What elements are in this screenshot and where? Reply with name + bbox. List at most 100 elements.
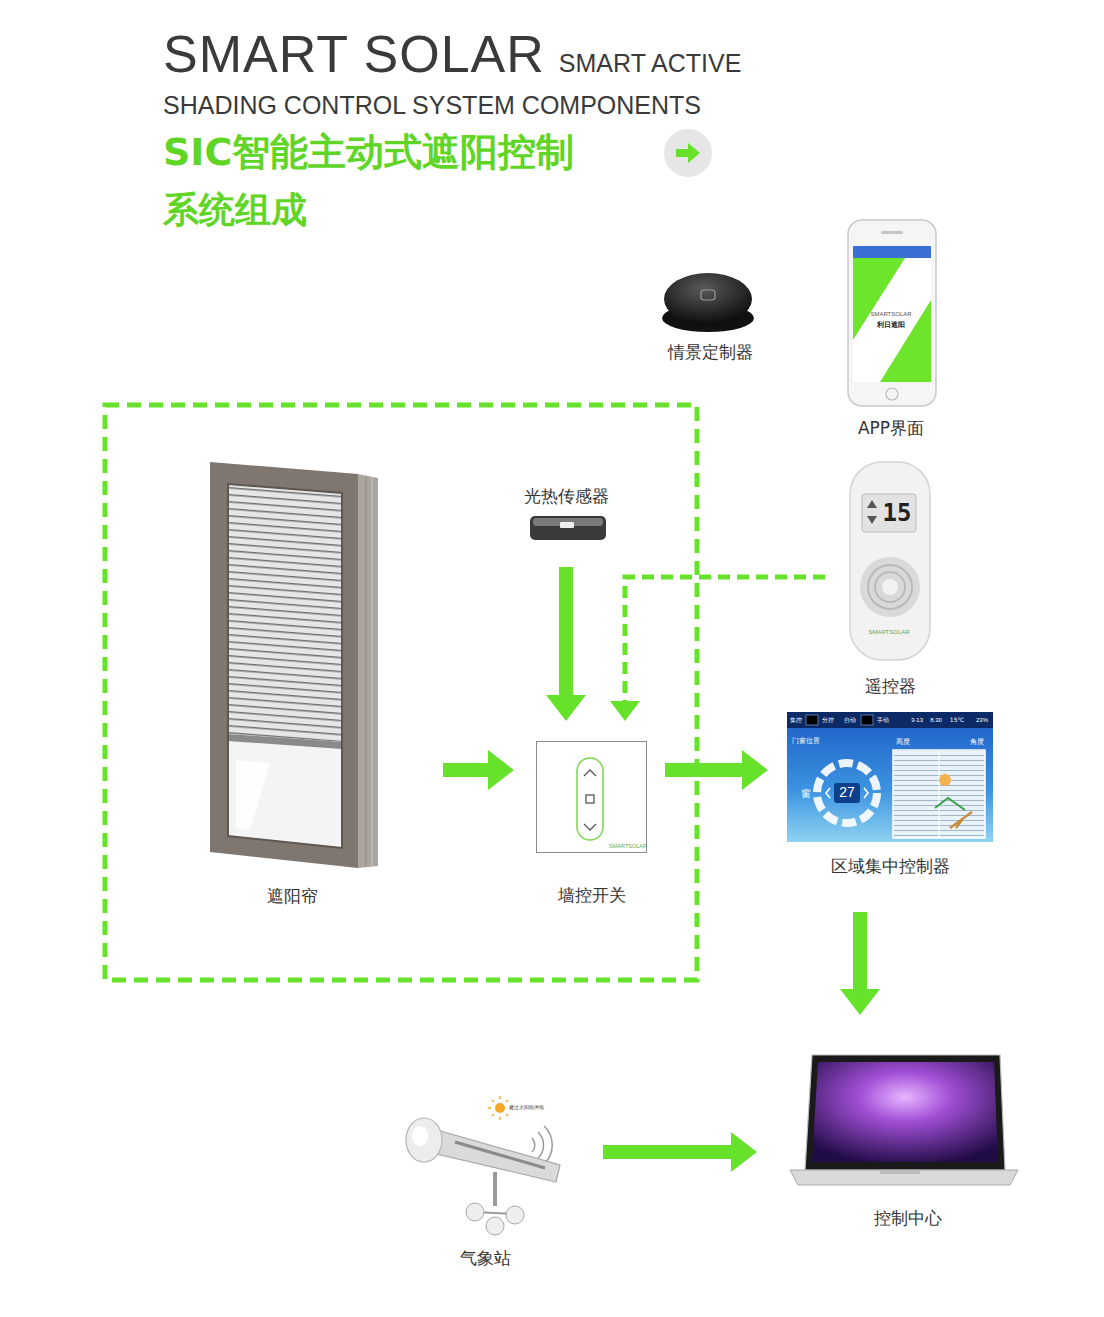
component-caption: 遥控器 [835,676,945,696]
remote-figure-path [867,500,877,508]
wall-switch-figure-path [584,824,596,830]
sensor-figure-rect [530,516,606,540]
sensor-figure [530,516,606,540]
zone-controller-figure-circle [817,763,877,823]
component-node: APP界面 [830,218,952,442]
zone-controller-figure-circle [939,774,951,786]
remote-figure [850,462,930,660]
flow-arrow [603,1145,731,1159]
laptop-figure-polygon [812,1062,998,1162]
screen-text: 手动 [877,717,889,724]
sensor-figure-rect [560,522,574,528]
page-title: SMART SOLAR [163,26,545,83]
phone-figure [848,220,936,406]
phone-figure-rect [881,231,903,234]
blind-window-figure-polygon [236,760,270,830]
phone-figure-rect [853,246,931,258]
screen-text: 通过太阳能供电 [509,1105,544,1111]
wall-switch-figure-path [584,770,596,776]
title-arrow-icon-path [676,143,700,163]
blind-window-figure-polygon [358,474,378,868]
title-arrow-icon-circle [664,129,712,177]
blind-window-figure-polygon [228,484,342,742]
screen-text: 3-13 [911,717,923,724]
weather-station-figure-circle [506,1206,524,1224]
blind-window-figure-polygon [210,462,358,868]
heading-text: SIC智能主动式遮阳控制 [163,132,574,174]
screen-text: 分控 [822,717,834,724]
wall-switch-figure-rect [586,795,594,803]
zone-controller-figure-line [938,750,939,838]
laptop-figure-polygon [790,1170,1018,1185]
component-node: 气象站 [400,1092,570,1272]
weather-station-figure-path [538,1132,544,1158]
remote-figure-circle [860,557,920,617]
remote-figure-circle [882,579,898,595]
component-caption: 光热传感器 [500,486,632,506]
component-caption: 区域集中控制器 [780,856,1000,876]
zone-controller-figure-path [935,798,965,810]
component-caption: APP界面 [830,418,952,438]
component-node: 遥控器 [835,460,945,700]
blind-window-figure-line [366,476,367,867]
screen-text: 窗 [801,788,811,799]
zone-controller-figure-path [826,788,830,798]
zone-controller-figure [787,712,993,842]
component-caption: 遮阳帘 [200,886,385,906]
zone-controller-figure-rect [861,715,873,725]
component-node: 遮阳帘 [200,460,385,910]
blind-window-figure-polygon [228,484,342,848]
zone-controller-figure-path [864,788,868,798]
dashed-arrow [625,577,825,701]
screen-text: 自动 [844,717,856,724]
weather-station-figure-path [488,1096,512,1120]
weather-station-figure [406,1096,560,1235]
screen-text: 8.30 [930,717,942,724]
component-node: 情景定制器 [640,260,780,366]
flow-arrow [559,567,573,695]
laptop-figure [790,1055,1018,1185]
laptop-figure-rect [880,1170,920,1174]
remote-figure-circle [875,572,905,602]
heading-text: SHADING CONTROL SYSTEM COMPONENTS [163,92,701,120]
component-caption: 气象站 [400,1248,570,1268]
weather-station-figure-path [532,1138,535,1152]
zone-controller-figure-path [950,812,972,828]
weather-station-figure-circle [466,1203,484,1221]
zone-controller-figure-rect [787,712,993,728]
component-caption: 情景定制器 [640,342,780,362]
blind-window-figure-polygon [228,484,342,848]
zone-controller-figure-rect [834,783,860,803]
phone-figure-rect [853,246,931,382]
screen-text: SMARTSOLAR [609,843,647,849]
connector-layer-g [443,567,860,1152]
zone-controller-figure-rect [893,750,985,838]
blind-window-figure [210,462,378,868]
remote-figure-rect [850,462,930,660]
screen-text: 15℃ [950,717,964,724]
remote-figure-circle [868,565,912,609]
weather-station-figure-ellipse [412,1126,428,1146]
weather-station-figure-circle [495,1103,505,1113]
phone-figure-polygon [853,258,931,382]
heading-text: 15 [883,500,912,526]
switch-box: 墙控开关 [536,741,647,853]
subtitle-text: SMART ACTIVE [559,50,741,78]
title-arrow-icon [664,129,712,177]
group-dashed-outline [105,405,697,980]
header: SMART SOLAR SMART ACTIVE [163,26,741,83]
screen-text: 利日遮阳 [877,322,905,330]
blind-window-figure-polygon [228,734,342,749]
screen-text: 高度 [896,739,910,747]
zone-controller-figure-rect [787,712,993,842]
weather-station-figure-ellipse [406,1118,442,1162]
component-node: 控制中心 [795,1050,1020,1232]
phone-figure-rect [848,220,936,406]
screen-text: SMARTSOLAR [868,629,909,636]
flow-arrow [443,763,488,777]
flow-arrow [665,763,742,777]
